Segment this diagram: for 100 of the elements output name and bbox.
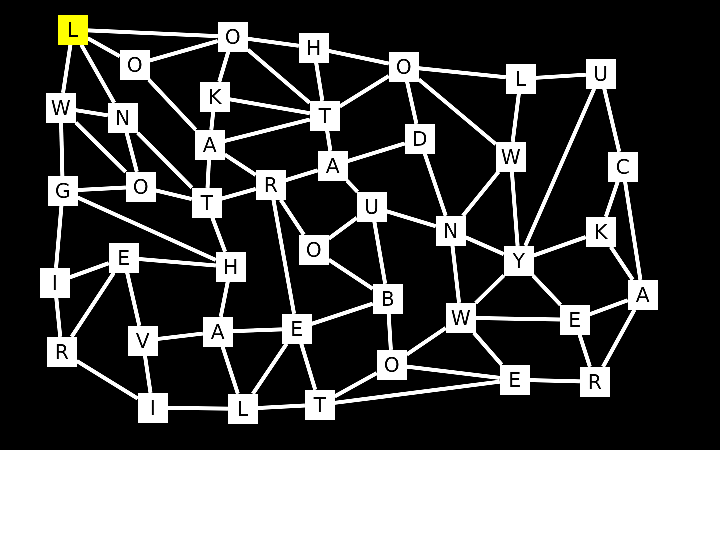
connector-line [589, 298, 629, 316]
connector-line [406, 326, 448, 356]
letter-tile: A [195, 130, 225, 160]
letter-tile: E [282, 314, 312, 344]
letter-tile: D [405, 124, 435, 154]
connector-line [148, 78, 198, 132]
connector-line [61, 44, 73, 94]
highlighted-letter-tile: L [58, 15, 88, 45]
letter-tile: L [228, 394, 258, 424]
letter-tile: W [446, 303, 476, 333]
connector-line [386, 210, 437, 228]
letter-tile: T [305, 390, 335, 420]
connector-line [328, 216, 358, 240]
connector-line [272, 200, 296, 314]
letter-tile: E [560, 305, 590, 335]
connector-line [124, 132, 140, 172]
connector-line [418, 66, 506, 80]
connector-line [246, 48, 312, 105]
connector-line [405, 82, 419, 124]
connector-line [510, 94, 522, 142]
letter-tile: W [496, 142, 526, 172]
letter-tile: L [506, 64, 536, 94]
letter-tile: O [120, 50, 150, 80]
connector-line [168, 406, 228, 411]
connector-line [450, 246, 462, 304]
letter-tile: I [40, 268, 70, 298]
letter-tile: O [389, 52, 419, 82]
letter-tile: O [377, 350, 407, 380]
connector-line [510, 172, 520, 246]
connector-line [230, 98, 310, 116]
letter-tile: G [48, 176, 78, 206]
connector-line [87, 36, 121, 58]
connector-line [54, 206, 64, 268]
letter-tile: I [138, 393, 168, 423]
connector-line [156, 188, 192, 202]
letter-tile: E [500, 365, 530, 395]
connector-line [423, 153, 448, 217]
connector-line [465, 236, 505, 256]
connector-line [76, 108, 108, 118]
connector-line [138, 257, 216, 268]
connector-line [80, 44, 116, 104]
connector-line [346, 180, 360, 194]
letter-tile: W [46, 93, 76, 123]
connector-line [347, 142, 406, 164]
connector-line [59, 122, 65, 176]
connector-line [54, 298, 62, 338]
connector-line [533, 235, 587, 258]
letter-tile: E [109, 243, 139, 273]
letter-tile: C [608, 152, 638, 182]
connector-line [328, 258, 374, 291]
letter-tile: R [580, 367, 610, 397]
connector-line [232, 328, 282, 334]
letter-tile: H [299, 33, 329, 63]
connector-line [338, 74, 390, 108]
connector-line [77, 196, 217, 262]
connector-line [224, 118, 310, 144]
connector-line [279, 198, 306, 236]
connector-line [219, 282, 230, 318]
letter-tile: V [128, 326, 158, 356]
letter-tile: O [299, 235, 329, 265]
connector-line [476, 316, 560, 322]
letter-tile: K [200, 82, 230, 112]
connector-line [78, 186, 126, 192]
letter-tile: A [318, 151, 348, 181]
connector-line [210, 217, 228, 253]
connector-line [325, 130, 333, 152]
letter-tile: Y [504, 246, 534, 276]
connector-line [218, 51, 230, 83]
letter-tile: T [310, 101, 340, 131]
connector-line [578, 334, 592, 368]
connector-line [530, 378, 580, 384]
letter-tile: A [203, 317, 233, 347]
letter-tile: O [218, 22, 248, 52]
connector-line [69, 262, 110, 280]
connector-line [210, 112, 216, 130]
connector-line [311, 302, 374, 326]
letter-tile: U [586, 59, 616, 89]
letter-tile: A [628, 280, 658, 310]
connector-line [88, 28, 218, 38]
connector-line [70, 272, 116, 338]
connector-line [300, 343, 318, 391]
connector-line [136, 132, 194, 190]
connector-line [386, 314, 394, 350]
letter-tile: B [373, 284, 403, 314]
letter-tile: R [256, 170, 286, 200]
letter-tile: N [108, 103, 138, 133]
connector-line [158, 332, 204, 342]
connector-line [149, 39, 219, 63]
connector-line [328, 49, 390, 66]
connector-line [76, 360, 140, 400]
connector-line [248, 37, 300, 48]
connector-line [524, 88, 596, 247]
connector-line [258, 404, 306, 410]
connector-line [472, 332, 504, 366]
connector-line [418, 78, 498, 146]
connector-line [532, 274, 562, 306]
connector-line [536, 72, 586, 80]
letter-tile: H [216, 252, 246, 282]
connector-line [143, 356, 153, 394]
connector-line [604, 181, 620, 218]
